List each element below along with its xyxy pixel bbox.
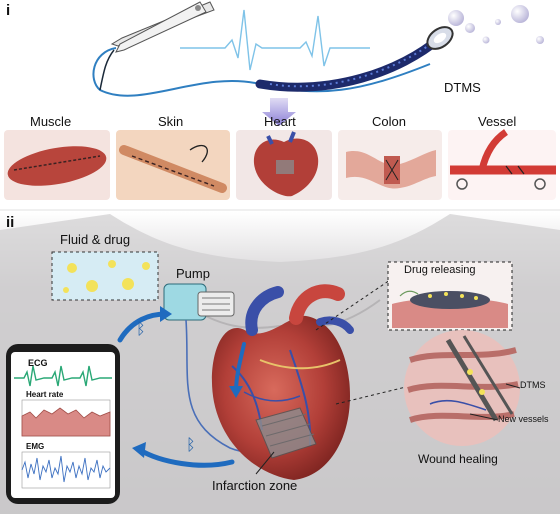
new-vessels-label: New vessels — [498, 414, 549, 424]
drug-bubbles — [448, 5, 544, 44]
phone-heart-rate-area — [21, 407, 111, 437]
tissue-label-muscle: Muscle — [30, 114, 72, 129]
ecg-trace-panel-i — [180, 9, 370, 71]
leader-to-drug-releasing — [315, 275, 397, 331]
pump-label: Pump — [176, 266, 210, 281]
tissue-label-heart: Heart — [264, 114, 296, 129]
down-arrow-icon — [262, 98, 296, 126]
wound-healing-label: Wound healing — [418, 452, 498, 466]
phone-heart-rate-label: Heart rate — [26, 390, 64, 399]
phone-emg-label: EMG — [26, 442, 45, 451]
fluid-drug-label: Fluid & drug — [60, 232, 131, 247]
suture-thread — [92, 47, 431, 97]
panel-ii: ᛒ ᛒ — [0, 212, 560, 514]
dtms-inset-label: DTMS — [520, 380, 546, 390]
pump-device — [163, 283, 235, 321]
drug-releasing-label: Drug releasing — [404, 264, 476, 276]
heart-illustration — [211, 284, 354, 480]
forceps-icon — [110, 1, 215, 53]
tissue-heart — [236, 130, 332, 200]
panel-i-marker: i — [6, 2, 11, 19]
leader-to-wound-healing — [335, 385, 411, 405]
panel-i — [4, 1, 556, 200]
leader-to-infarction — [255, 451, 275, 475]
fluid-drug-reservoir — [51, 251, 159, 301]
panel-ii-marker: ii — [6, 214, 15, 231]
phone-emg-trace — [21, 455, 111, 483]
tissue-skin — [116, 130, 230, 200]
infarction-zone-label: Infarction zone — [212, 478, 298, 493]
tissue-muscle — [4, 130, 110, 200]
tissue-label-vessel: Vessel — [478, 114, 517, 129]
phone-ecg-label: ECG — [28, 358, 48, 368]
wound-healing-inset — [404, 330, 521, 446]
dtms-fiber — [255, 26, 454, 92]
bluetooth-icon-lower: ᛒ — [186, 435, 196, 454]
dtms-label: DTMS — [444, 80, 481, 95]
tissue-label-colon: Colon — [372, 114, 406, 129]
tissue-label-skin: Skin — [158, 114, 184, 129]
drug-releasing-inset — [387, 261, 513, 331]
bluetooth-icon-upper: ᛒ — [136, 319, 146, 338]
tissue-vessel — [448, 129, 556, 200]
tissue-colon — [338, 130, 442, 200]
phone-ecg-trace — [14, 365, 112, 387]
phone-monitor — [6, 344, 120, 504]
wireless-arrow-lower — [137, 447, 235, 468]
